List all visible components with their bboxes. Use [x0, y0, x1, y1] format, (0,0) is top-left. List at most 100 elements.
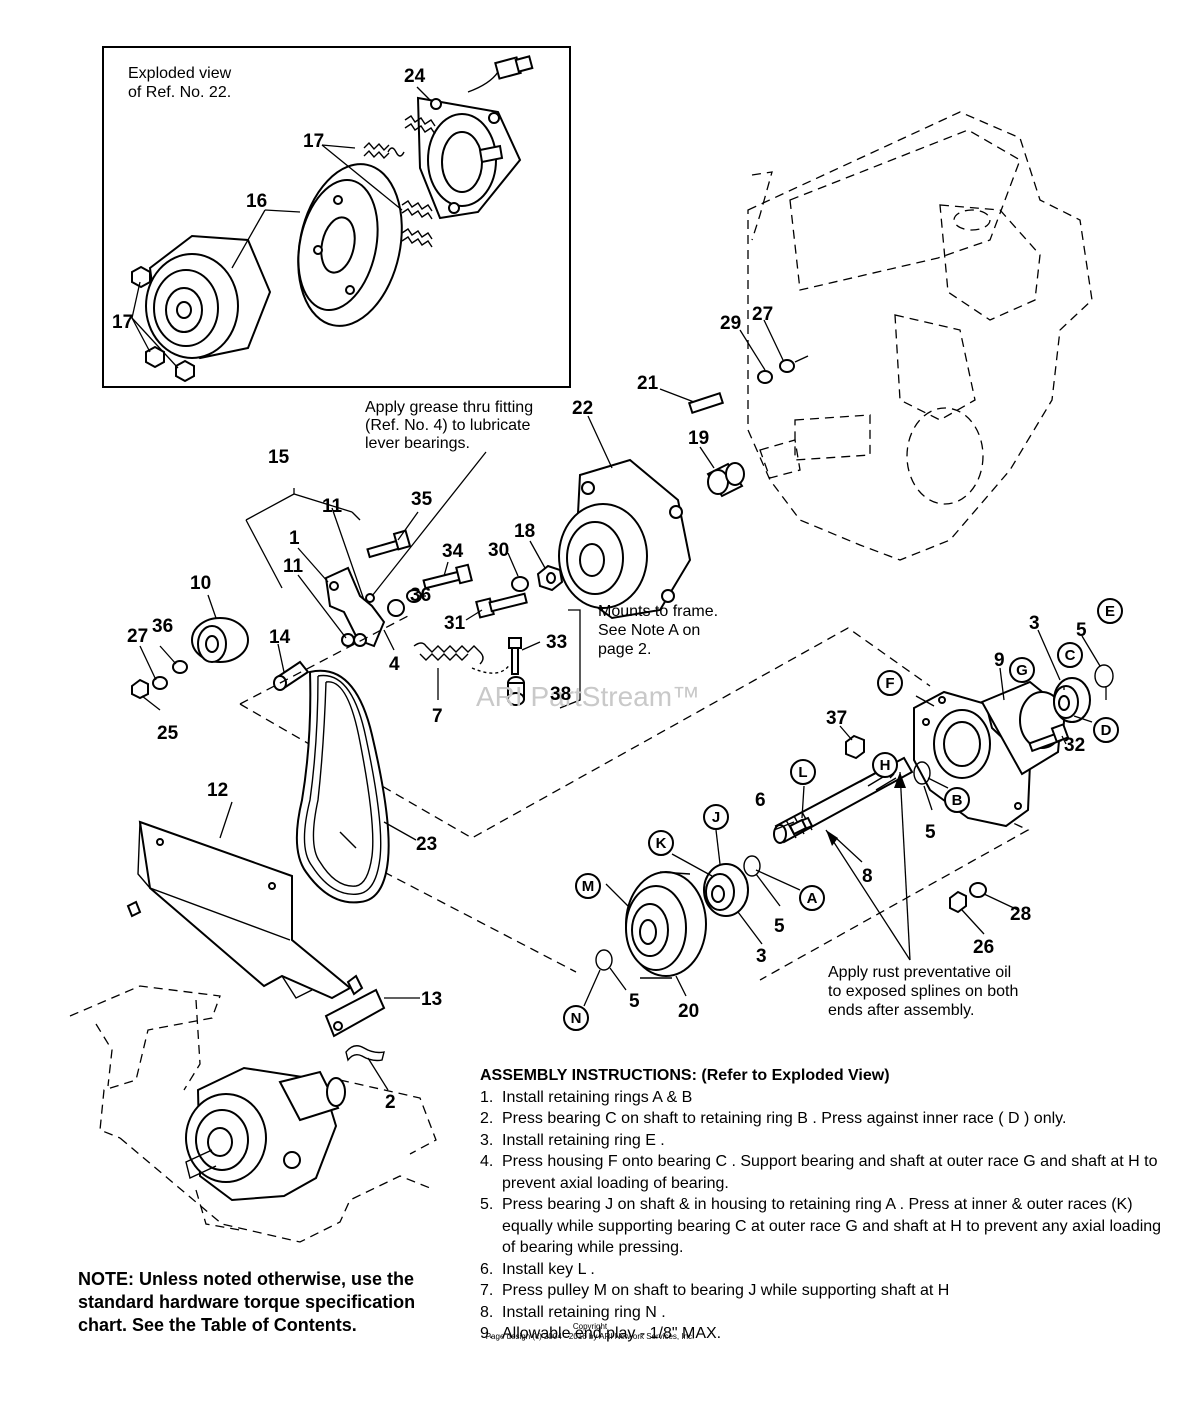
- callout-20: 20: [678, 1001, 699, 1022]
- callout-17-inset-left: 17: [112, 312, 133, 333]
- copyright-notice: Page design (c) 2004 - 2016 by ARI Netwo…: [485, 1332, 695, 1341]
- callout-1: 1: [289, 528, 300, 549]
- inset-clutch-pulley: [145, 234, 272, 360]
- letter-f: F: [877, 670, 903, 696]
- callout-3-upper: 3: [1029, 613, 1040, 634]
- callout-27-top: 27: [752, 304, 773, 325]
- assembly-step: 3.Install retaining ring E .: [480, 1130, 1170, 1152]
- assembly-step: 6.Install key L .: [480, 1259, 1170, 1281]
- assembly-step: 8.Install retaining ring N .: [480, 1302, 1170, 1324]
- callout-36-center: 36: [410, 585, 431, 606]
- callout-11-top: 11: [322, 496, 343, 517]
- svg-text:C: C: [1065, 647, 1076, 664]
- callout-10: 10: [190, 573, 211, 594]
- step-number: 7.: [480, 1282, 494, 1299]
- housing-9: [913, 680, 1065, 828]
- step-text: Install retaining ring E .: [502, 1131, 665, 1149]
- svg-text:D: D: [1101, 722, 1112, 739]
- callout-5-lower: 5: [629, 991, 640, 1012]
- svg-text:B: B: [952, 792, 963, 809]
- clip-2: [345, 1045, 385, 1062]
- callout-labels: 24 17 16 17 29 27 21 22 19 15 11 1 35 11…: [112, 66, 1087, 1113]
- letter-b: B: [944, 787, 970, 813]
- step-number: 9.: [480, 1325, 494, 1342]
- spring-7: [413, 642, 511, 674]
- bolt-32: [1028, 723, 1070, 753]
- step-number: 1.: [480, 1088, 494, 1106]
- inset-caption: Exploded view of Ref. No. 22.: [128, 65, 232, 101]
- callout-2: 2: [385, 1092, 396, 1113]
- callout-26: 26: [973, 937, 994, 958]
- callout-27-left: 27: [127, 626, 148, 647]
- bolt-31: [475, 592, 528, 619]
- nuts-26-28: [949, 882, 987, 914]
- rust-note: Apply rust preventative oil to exposed s…: [828, 964, 1019, 1019]
- svg-text:K: K: [656, 835, 667, 852]
- assembly-title: ASSEMBLY INSTRUCTIONS: (Refer to Explode…: [480, 1067, 890, 1084]
- nut-18-washer-30: [511, 564, 564, 592]
- bearing-3-lower: [703, 863, 749, 917]
- mount-bracket-mark: [559, 609, 581, 709]
- grease-note: Apply grease thru fitting (Ref. No. 4) t…: [365, 399, 534, 452]
- callout-5-upper: 5: [1076, 620, 1087, 641]
- callout-21: 21: [637, 373, 659, 394]
- assembly-step: 1. Install retaining rings A & B: [480, 1087, 1170, 1109]
- idler-pulley-10: [131, 617, 249, 700]
- callout-29: 29: [720, 313, 741, 334]
- callout-14: 14: [269, 627, 291, 648]
- step-text: Allowable end play - 1/8" MAX.: [502, 1325, 722, 1342]
- retaining-ring-upper: [1094, 664, 1114, 688]
- svg-text:A: A: [807, 890, 818, 907]
- svg-text:M: M: [582, 878, 595, 895]
- callout-11-left: 11: [283, 556, 304, 577]
- clutch-22: [558, 458, 692, 620]
- callout-31: 31: [444, 613, 466, 634]
- assembly-step: 2. Press bearing C on shaft to retaining …: [480, 1108, 1170, 1130]
- svg-text:E: E: [1105, 603, 1115, 620]
- callout-34: 34: [442, 541, 464, 562]
- shield-12: [126, 820, 352, 1000]
- callout-25: 25: [157, 723, 179, 744]
- step-text: Install retaining rings A & B: [502, 1088, 693, 1106]
- spacer-14: [273, 660, 310, 691]
- callout-18: 18: [514, 521, 535, 542]
- pulley-20: [625, 871, 707, 979]
- letter-j: J: [703, 804, 729, 830]
- assembly-step: 4.Press housing F onto bearing C . Suppo…: [480, 1151, 1170, 1194]
- callout-13: 13: [421, 989, 442, 1010]
- callout-22: 22: [572, 398, 593, 419]
- lower-gearbox-assembly: [185, 1066, 346, 1202]
- callout-15: 15: [268, 447, 290, 468]
- callout-16: 16: [246, 191, 267, 212]
- callout-19: 19: [688, 428, 709, 449]
- inset-nuts-17: [131, 265, 195, 383]
- step-text: Press bearing J on shaft & in housing to…: [502, 1196, 1162, 1256]
- belt-23: [295, 669, 390, 904]
- callout-38: 38: [550, 684, 571, 705]
- inset-armature-16: [297, 163, 403, 327]
- inset-springs: [363, 115, 436, 248]
- assembly-step: 9. Allowable end play - 1/8" MAX.: [480, 1323, 1170, 1345]
- step-number: 2.: [480, 1110, 494, 1127]
- ring-n: [595, 949, 613, 971]
- callout-37: 37: [826, 708, 847, 729]
- letter-n: N: [563, 1005, 589, 1031]
- letter-l: L: [790, 759, 816, 785]
- copyright: Copyright Page design (c) 2004 - 2016 by…: [440, 1322, 740, 1342]
- step-text: Press bearing C on shaft to retaining ri…: [502, 1110, 1067, 1127]
- inset-leaders: [131, 86, 433, 369]
- hardware-torque-note: NOTE: Unless noted otherwise, use the st…: [78, 1269, 416, 1335]
- bolts-35-34: [366, 529, 473, 617]
- svg-text:N: N: [571, 1010, 582, 1027]
- callout-4: 4: [389, 654, 400, 675]
- svg-text:G: G: [1016, 662, 1028, 679]
- step-number: 8.: [480, 1303, 494, 1321]
- callout-3-lower: 3: [756, 946, 767, 967]
- lever-1: [324, 566, 386, 648]
- callout-9: 9: [994, 650, 1005, 671]
- step-text: Press pulley M on shaft to bearing J whi…: [502, 1282, 950, 1299]
- callout-35: 35: [411, 489, 433, 510]
- assembly-step: 7. Press pulley M on shaft to bearing J w…: [480, 1280, 1170, 1302]
- callout-6: 6: [755, 790, 766, 811]
- inset-connector: [467, 55, 534, 93]
